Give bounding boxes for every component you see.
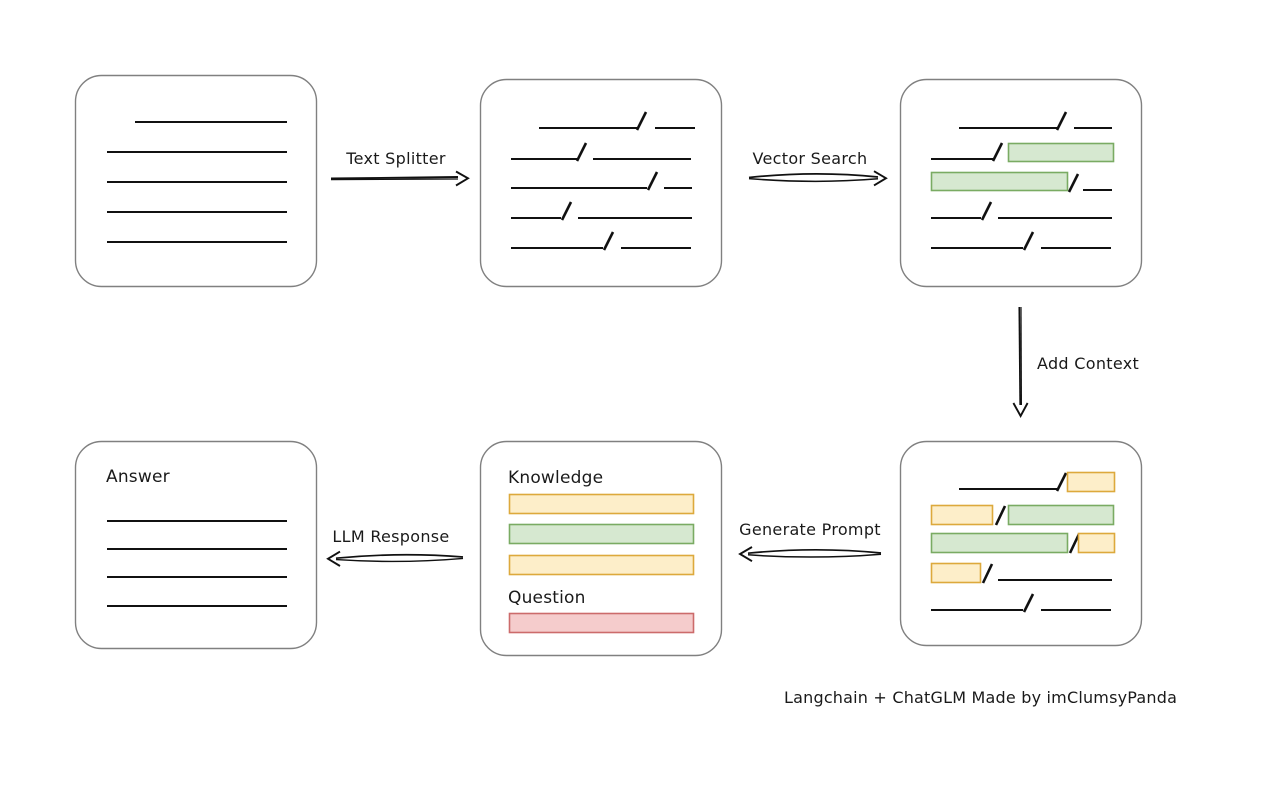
highlight-yellow bbox=[930, 562, 982, 584]
arrow-generate-prompt-head bbox=[738, 546, 753, 563]
card-source-document[interactable] bbox=[74, 74, 318, 288]
card-answer[interactable]: Answer bbox=[74, 440, 318, 650]
highlight-yellow bbox=[930, 504, 994, 526]
arrow-text-splitter: Text Splitter bbox=[330, 149, 470, 187]
prompt-knowledge-heading: Knowledge bbox=[508, 468, 603, 488]
arrow-generate-prompt-label: Generate Prompt bbox=[739, 520, 881, 539]
card-split-chunks-outline bbox=[479, 78, 723, 288]
highlight-yellow bbox=[1077, 532, 1116, 554]
arrow-text-splitter-head bbox=[455, 170, 470, 187]
highlight-yellow bbox=[508, 554, 695, 576]
split-chunks-lines bbox=[511, 111, 695, 251]
arrow-text-splitter-label: Text Splitter bbox=[345, 149, 446, 168]
arrow-llm-response-head bbox=[326, 550, 341, 567]
highlight-green bbox=[508, 523, 695, 545]
card-context-chunks[interactable] bbox=[899, 440, 1143, 647]
card-vector-matches[interactable] bbox=[899, 78, 1143, 288]
highlight-green bbox=[930, 532, 1069, 554]
arrow-vector-search: Vector Search bbox=[748, 149, 888, 187]
highlight-green bbox=[930, 171, 1069, 192]
arrow-add-context-head bbox=[1012, 402, 1029, 418]
card-prompt[interactable]: Knowledge Question bbox=[479, 440, 723, 657]
prompt-question-heading: Question bbox=[508, 588, 586, 608]
highlight-yellow bbox=[508, 493, 695, 515]
card-answer-outline bbox=[74, 440, 318, 650]
highlight-green bbox=[1007, 504, 1115, 526]
context-chunks-lines bbox=[930, 471, 1116, 613]
arrow-add-context: Add Context bbox=[1012, 306, 1139, 418]
highlight-green bbox=[1007, 142, 1115, 163]
footer-credit: Langchain + ChatGLM Made by imClumsyPand… bbox=[784, 688, 1177, 707]
arrow-llm-response-label: LLM Response bbox=[332, 527, 449, 546]
card-split-chunks[interactable] bbox=[479, 78, 723, 288]
arrow-add-context-label: Add Context bbox=[1037, 354, 1139, 373]
arrow-vector-search-label: Vector Search bbox=[753, 149, 868, 168]
source-document-lines bbox=[107, 121, 287, 243]
highlight-red bbox=[508, 612, 695, 634]
answer-lines bbox=[107, 520, 287, 607]
answer-heading: Answer bbox=[106, 467, 170, 487]
highlight-yellow bbox=[1066, 471, 1116, 493]
arrow-vector-search-head bbox=[873, 170, 888, 187]
arrow-llm-response: LLM Response bbox=[326, 527, 464, 567]
arrow-generate-prompt: Generate Prompt bbox=[738, 520, 882, 563]
vector-matches-lines bbox=[930, 111, 1115, 251]
